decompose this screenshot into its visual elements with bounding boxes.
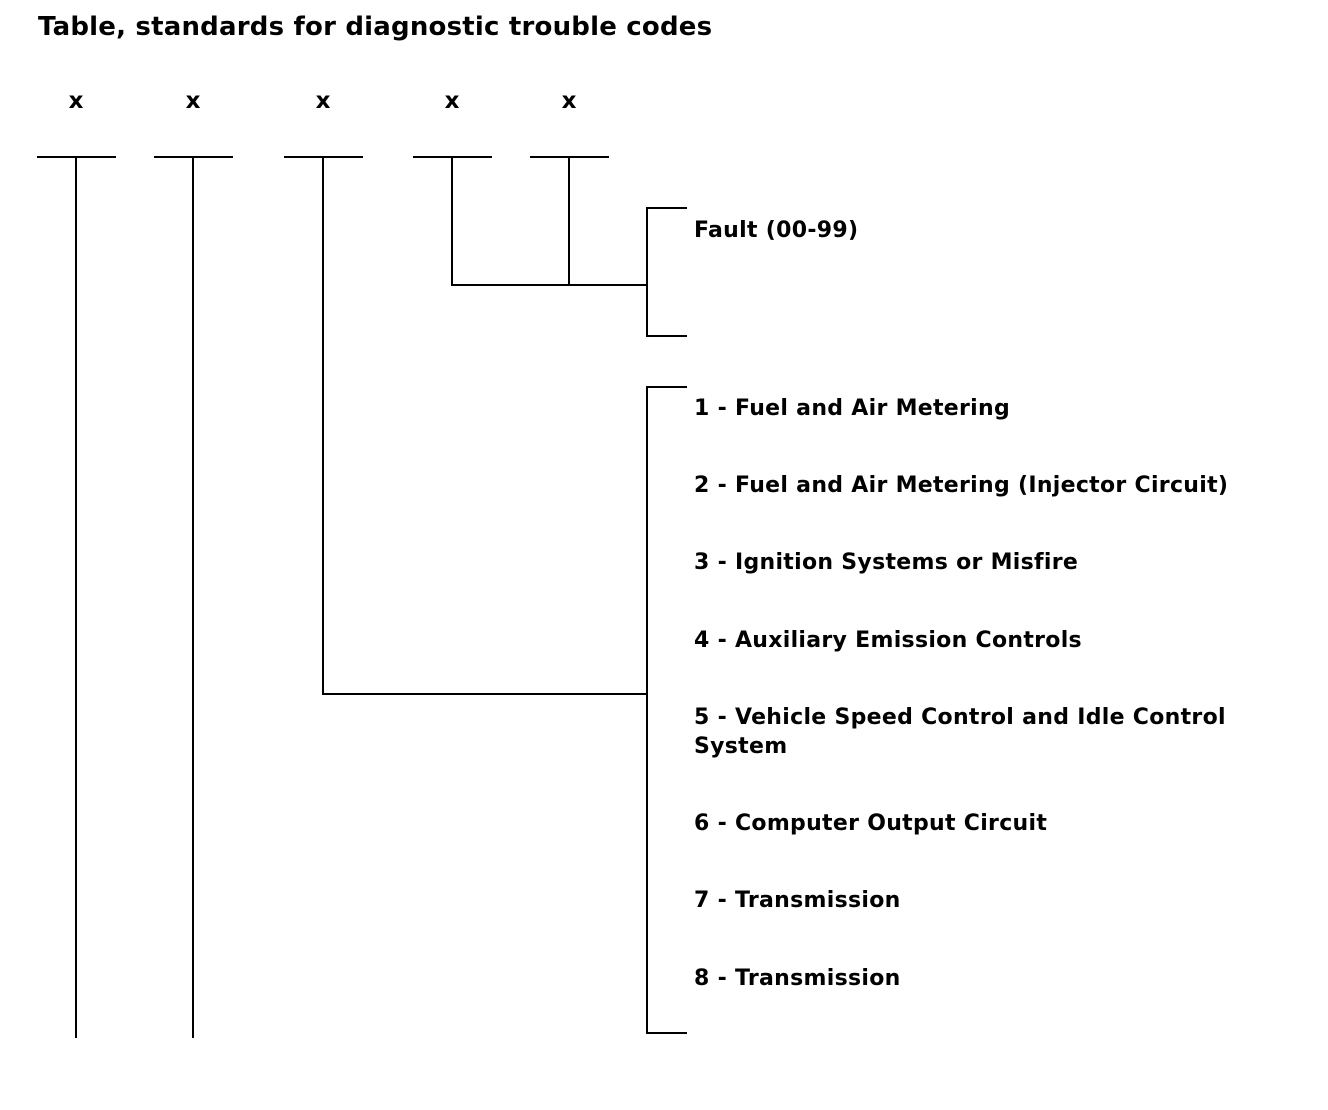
fault-bracket-bottom (646, 335, 687, 337)
subsystem-item-2: 2 - Fuel and Air Metering (Injector Circ… (694, 473, 1229, 498)
digit-2-lead-line (192, 157, 194, 1038)
subsystem-bracket-top (646, 386, 687, 388)
subsystem-bracket-spine (646, 386, 648, 1034)
fault-range-label: Fault (00-99) (694, 218, 859, 243)
fault-bracket-spine (646, 207, 648, 337)
subsystem-item-6: 6 - Computer Output Circuit (694, 811, 1048, 836)
subsystem-connector-line (322, 693, 648, 695)
digit-1-label: x (68, 88, 84, 114)
digit-1-lead-line (75, 157, 77, 1038)
fault-connector-line (451, 284, 648, 286)
digit-4-lead-line (451, 157, 453, 286)
digit-4-label: x (444, 88, 460, 114)
digit-3-label: x (315, 88, 331, 114)
subsystem-item-4: 4 - Auxiliary Emission Controls (694, 628, 1082, 653)
subsystem-item-5: 5 - Vehicle Speed Control and Idle Contr… (694, 705, 1226, 759)
subsystem-item-7: 7 - Transmission (694, 888, 901, 913)
digit-3-lead-line (322, 157, 324, 695)
digit-5-lead-line (568, 157, 570, 286)
digit-2-label: x (185, 88, 201, 114)
subsystem-item-1: 1 - Fuel and Air Metering (694, 396, 1011, 421)
subsystem-item-8: 8 - Transmission (694, 966, 901, 991)
subsystem-item-3: 3 - Ignition Systems or Misfire (694, 550, 1079, 575)
subsystem-bracket-bottom (646, 1032, 687, 1034)
page-title: Table, standards for diagnostic trouble … (38, 12, 713, 42)
digit-5-label: x (561, 88, 577, 114)
fault-bracket-top (646, 207, 687, 209)
